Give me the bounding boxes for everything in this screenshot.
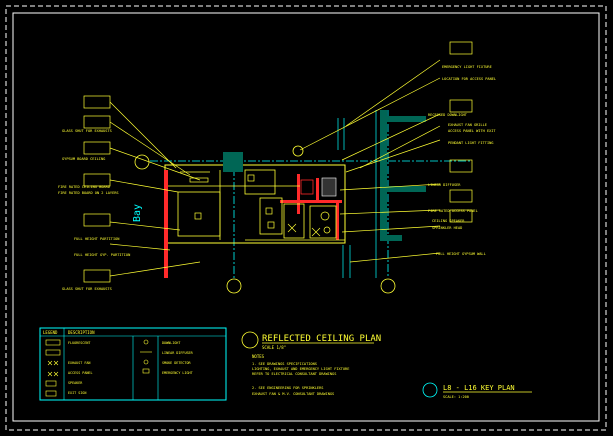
red-partition-4 xyxy=(336,200,339,240)
callout-tag-l1 xyxy=(83,95,177,169)
legend-row-4-right: EMERGENCY LIGHT xyxy=(162,371,193,375)
right-callout-leaders xyxy=(299,41,473,263)
red-partition-3 xyxy=(316,178,319,202)
right-callout-text-2: LOCATION FOR ACCESS PANEL xyxy=(442,77,496,81)
legend-row-1-left: FLUORESCENT xyxy=(68,341,90,345)
legend-header: DESCRIPTION xyxy=(68,330,95,335)
note-line-2: LIGHTING, EXHAUST AND EMERGENCY LIGHT FI… xyxy=(252,367,349,371)
callout-tag-l5 xyxy=(83,213,181,231)
callout-tag-l7 xyxy=(83,261,201,283)
right-callout-text-4: EXHAUST FAN GRILLE xyxy=(448,123,487,127)
right-callout-text-9: CEILING SPEAKER xyxy=(432,219,465,223)
right-callout-text-3: RECESSED DOWNLIGHT xyxy=(428,113,468,117)
note-line-3: REFER TO ELECTRICAL CONSULTANT DRAWINGS xyxy=(252,372,336,376)
left-callout-text-3: FIRE RATED CEILING BOARD xyxy=(58,185,110,189)
legend-symbols xyxy=(45,339,152,397)
plan-title: REFLECTED CEILING PLAN xyxy=(262,334,381,344)
notes-header: NOTES xyxy=(252,354,265,359)
grid-bubble-bottom-2 xyxy=(380,278,396,294)
right-callout-text-7: LINEAR DIFFUSER xyxy=(428,183,461,187)
drawing-frame xyxy=(12,12,600,422)
shear-wall-right xyxy=(380,110,426,241)
legend-row-4-left: ACCESS PANEL xyxy=(68,371,93,375)
right-callout-text-11: FULL HEIGHT GYPSUM WALL xyxy=(436,252,486,256)
key-plan-bubble xyxy=(422,382,438,398)
red-partition-1 xyxy=(297,174,300,214)
left-callout-text-2: GYPSUM BOARD CEILING xyxy=(62,157,105,161)
red-wall-left xyxy=(164,170,168,278)
legend-row-1-right: DOWNLIGHT xyxy=(162,341,180,345)
red-partition-2 xyxy=(280,200,342,203)
right-callout-text-10: SPRINKLER HEAD xyxy=(432,226,462,230)
left-callout-text-4: FIRE RATED BOARD ON 2 LAYERS xyxy=(58,191,119,195)
exhaust-fan-block xyxy=(321,177,337,197)
legend-row-2-right: LINEAR DIFFUSER xyxy=(162,351,194,355)
note-line-4: 2. SEE ENGINEERING FOR SPRINKLERS xyxy=(252,386,323,390)
right-callout-text-1: EMERGENCY LIGHT FIXTURE xyxy=(442,65,492,69)
right-callout-text-6: PENDANT LIGHT FITTING xyxy=(448,141,493,145)
right-callouts: EMERGENCY LIGHT FIXTURE LOCATION FOR ACC… xyxy=(292,41,496,263)
bay-label: Bay xyxy=(132,204,143,222)
callout-tag-l2 xyxy=(83,115,191,176)
legend-row-6-left: EXIT SIGN xyxy=(68,391,86,395)
right-callout-text-5: ACCESS PANEL WITH EXIT xyxy=(448,129,496,133)
grid-bubble-left xyxy=(134,154,150,170)
title-bubble xyxy=(241,331,259,349)
callout-tag-l4 xyxy=(83,173,179,193)
ceiling-fixtures xyxy=(189,174,331,237)
column-green xyxy=(223,152,243,172)
legend-row-3-left: EXHAUST FAN xyxy=(68,361,90,365)
floor-plan: Bay xyxy=(132,110,470,294)
curtain-wall-lines xyxy=(337,110,377,278)
note-line-5: EXHAUST FAN & M.V. CONSULTANT DRAWINGS xyxy=(252,392,334,396)
left-callout-text-7: GLASS SHUT FOR EXHAUSTS xyxy=(62,287,112,291)
key-plan-title: L8 - L16 KEY PLAN xyxy=(443,384,515,392)
plan-title-scale: SCALE 1/8" xyxy=(262,345,286,350)
plan-outline xyxy=(164,164,346,244)
title-block: REFLECTED CEILING PLAN SCALE 1/8" NOTES … xyxy=(241,331,532,399)
callout-tag-l6 xyxy=(109,243,171,251)
left-callout-text-5: FULL HEIGHT PARTITION xyxy=(74,237,119,241)
right-callout-bubble xyxy=(292,145,304,157)
note-line-1: 1. SEE DRAWINGS SPECIFICATIONS xyxy=(252,362,317,366)
left-callouts: GLASS SHUT FOR EXHAUSTS GYPSUM BOARD CEI… xyxy=(58,95,201,291)
legend-row-3-right: SMOKE DETECTOR xyxy=(162,361,192,365)
legend-row-5-left: SPEAKER xyxy=(68,381,83,385)
left-callout-text-1: GLASS SHUT FOR EXHAUSTS xyxy=(62,129,112,133)
right-callout-text-8: FIRE RATED ACCESS PANEL xyxy=(428,209,478,213)
callout-tag-l3 xyxy=(83,141,201,181)
key-plan-scale: SCALE: 1:200 xyxy=(443,395,469,399)
legend-table: LEGEND DESCRIPTION FLUORESCENT DOWNLIGHT… xyxy=(39,327,227,401)
legend-title: LEGEND xyxy=(43,330,58,335)
left-callout-text-6: FULL HEIGHT GYP. PARTITION xyxy=(74,253,130,257)
sheet-border xyxy=(5,5,607,431)
access-panel-block xyxy=(300,179,314,195)
grid-bubble-bottom-1 xyxy=(226,278,242,294)
